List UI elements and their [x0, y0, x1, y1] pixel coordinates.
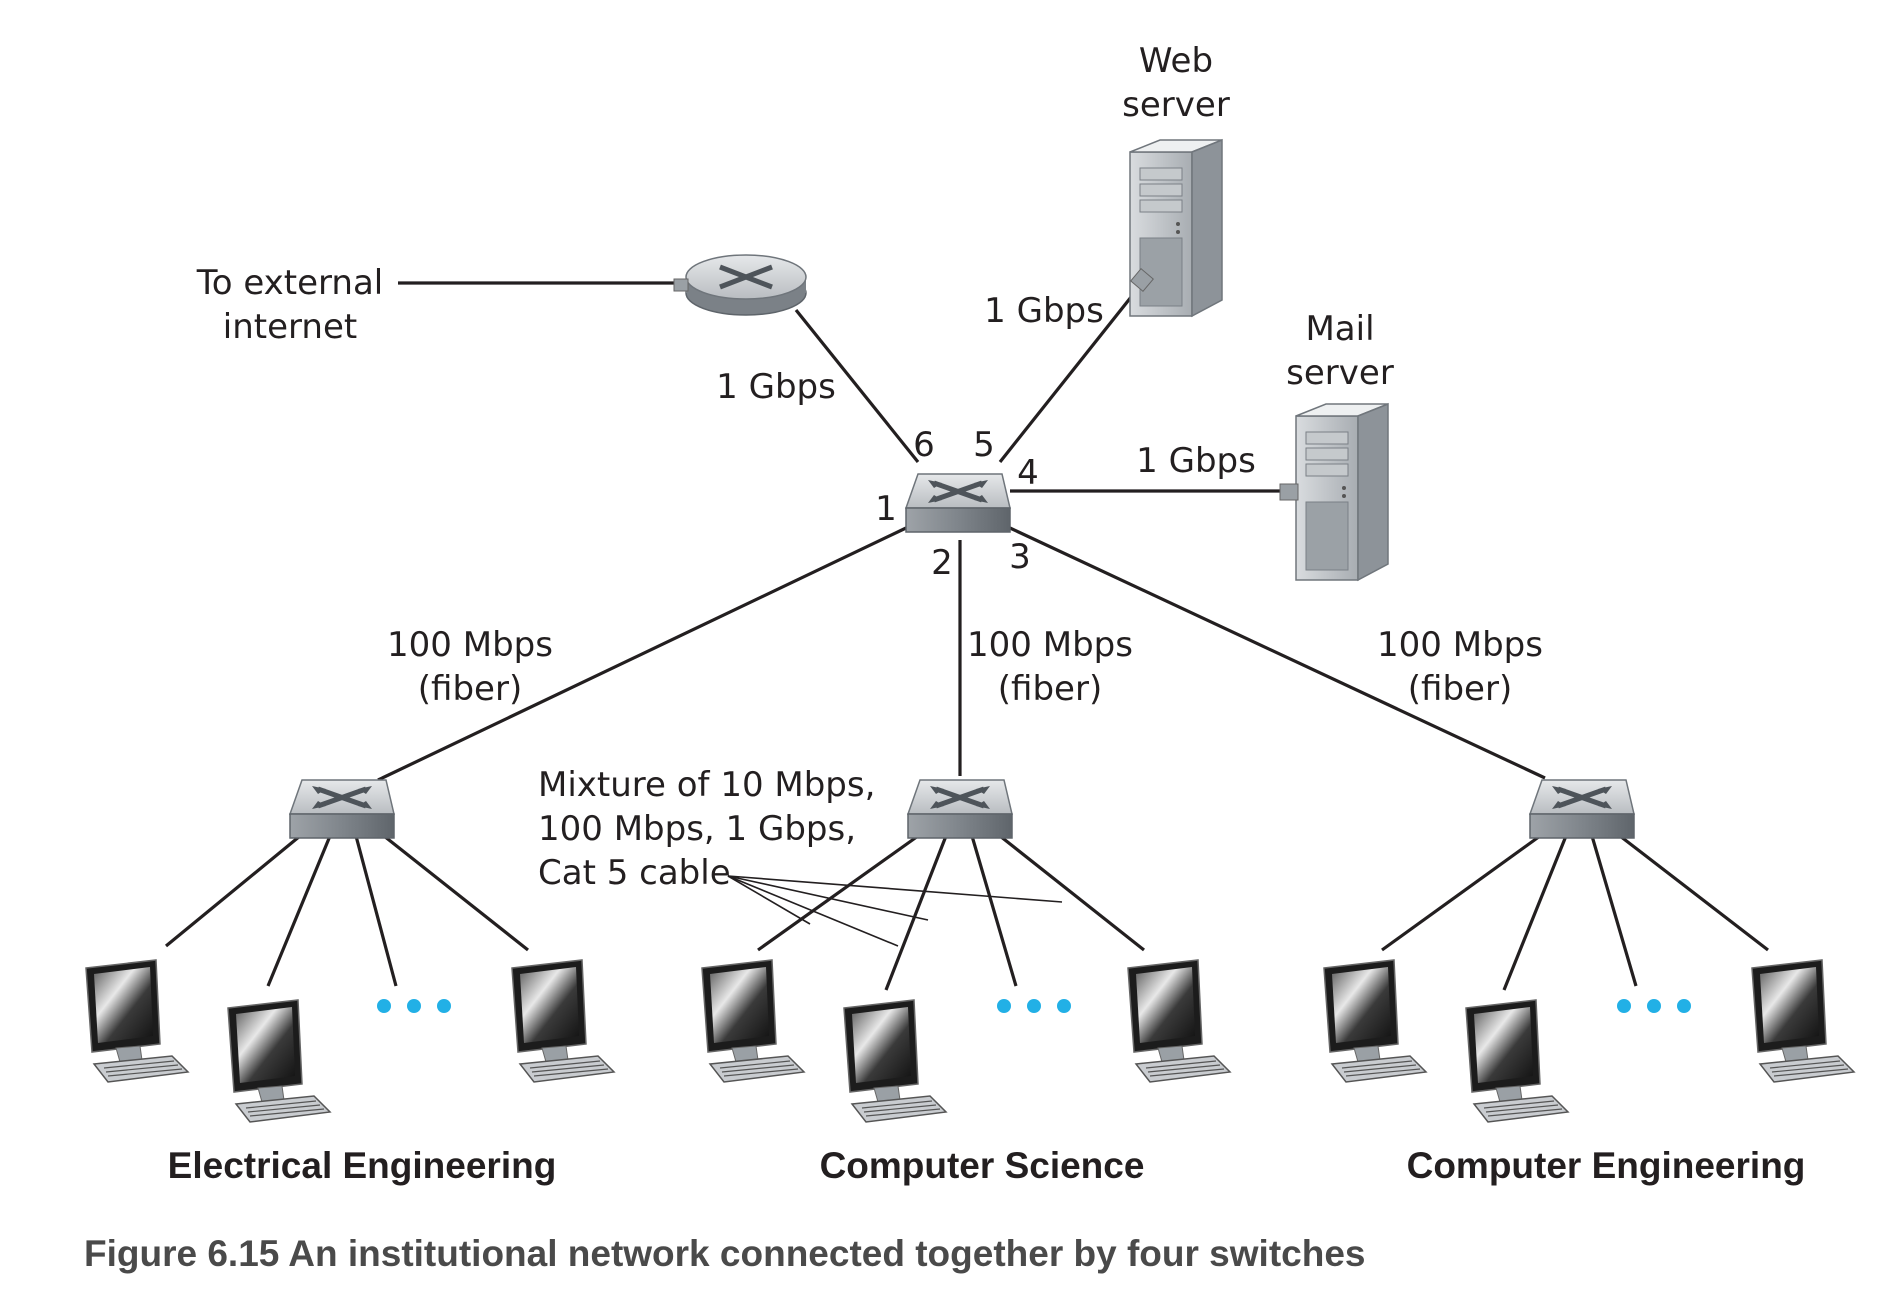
ellipsis-icon — [377, 999, 451, 1013]
department-label-cs: Computer Science — [820, 1145, 1145, 1186]
port-6-label: 6 — [913, 425, 935, 465]
ee-link-speed-line2: (fiber) — [418, 669, 522, 709]
port-3-label: 3 — [1009, 537, 1031, 577]
cs-drop — [999, 834, 1145, 952]
mail-server-port — [1279, 483, 1299, 501]
ce-link-speed-line2: (fiber) — [1408, 669, 1512, 709]
mixture-callout-lines — [727, 875, 1063, 947]
computer-icon — [701, 959, 805, 1083]
router-link-speed: 1 Gbps — [716, 367, 836, 407]
mail-server-icon — [1295, 403, 1389, 581]
figure-caption: Figure 6.15 An institutional network con… — [84, 1233, 1365, 1274]
port-1-label: 1 — [875, 489, 897, 529]
ee-drop — [266, 835, 332, 987]
links — [164, 281, 1769, 991]
web-server-label-line1: Web — [1139, 41, 1213, 81]
cs-link-speed-line2: (fiber) — [998, 669, 1102, 709]
ce-link-speed-line1: 100 Mbps — [1377, 625, 1543, 665]
cs-link-speed-line1: 100 Mbps — [967, 625, 1133, 665]
web-server-link — [998, 281, 1145, 463]
mixture-label-line2: 100 Mbps, 1 Gbps, — [538, 809, 856, 849]
ee-drop — [164, 834, 302, 948]
ellipsis-icon — [997, 999, 1071, 1013]
computer-icon — [227, 999, 331, 1123]
ee-link-speed-line1: 100 Mbps — [387, 625, 553, 665]
mixture-label-line3: Cat 5 cable — [538, 853, 731, 893]
external-label-line2: internet — [223, 307, 357, 347]
cs-drop — [757, 834, 919, 952]
department-label-ce: Computer Engineering — [1407, 1145, 1806, 1186]
mixture-label-line1: Mixture of 10 Mbps, — [538, 765, 875, 805]
mail-server-label-line2: server — [1286, 353, 1394, 393]
web-link-speed: 1 Gbps — [984, 291, 1104, 331]
router-icon — [673, 254, 807, 316]
ce-drop — [1619, 834, 1769, 952]
cs-drop — [970, 835, 1018, 987]
computer-icon — [1751, 959, 1855, 1083]
mail-link-speed: 1 Gbps — [1136, 441, 1256, 481]
ce-uplink — [1009, 526, 1546, 780]
computer-icon — [1323, 959, 1427, 1083]
computer-icon — [511, 959, 615, 1083]
ce-drop — [1381, 834, 1541, 952]
web-server-label-line2: server — [1122, 85, 1230, 125]
ee-drop — [354, 835, 398, 987]
ee-uplink — [377, 526, 907, 782]
ce-drop — [1502, 835, 1568, 991]
port-4-label: 4 — [1017, 453, 1039, 493]
computer-icon — [85, 959, 189, 1083]
ee-switch-icon — [290, 780, 394, 838]
external-label-line1: To external — [196, 263, 384, 303]
ee-drop — [383, 834, 529, 952]
department-label-ee: Electrical Engineering — [168, 1145, 557, 1186]
ce-switch-icon — [1530, 780, 1634, 838]
core-switch-icon — [906, 474, 1010, 532]
ellipsis-icon — [1617, 999, 1691, 1013]
computer-icon — [1465, 999, 1569, 1123]
ce-drop — [1590, 835, 1638, 987]
router-to-core-link — [794, 308, 920, 464]
port-5-label: 5 — [973, 425, 995, 465]
port-2-label: 2 — [931, 543, 953, 583]
computer-icon — [1127, 959, 1231, 1083]
web-server-port — [1130, 268, 1154, 292]
cs-drop — [884, 835, 948, 991]
computer-icon — [843, 999, 947, 1123]
mail-server-label-line1: Mail — [1305, 309, 1374, 349]
cs-switch-icon — [908, 780, 1012, 838]
